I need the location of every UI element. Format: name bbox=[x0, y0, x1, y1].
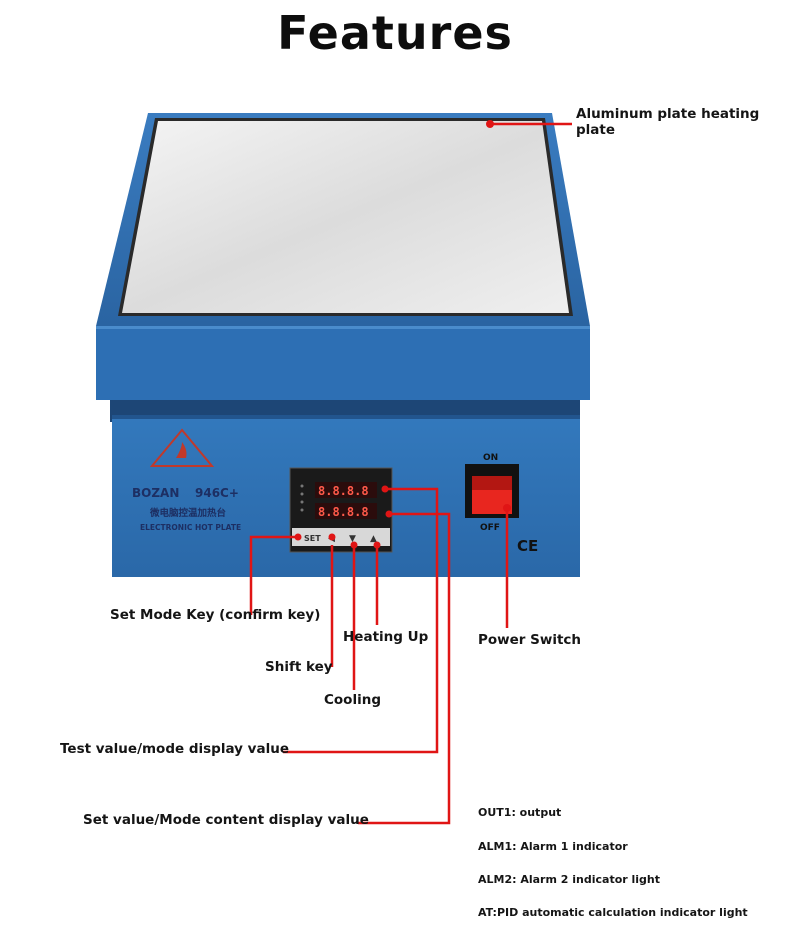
callout-lines bbox=[249, 122, 572, 825]
alm2-indicator bbox=[300, 500, 304, 504]
at-indicator bbox=[300, 508, 304, 512]
callout-dot-heating bbox=[373, 541, 381, 549]
heating-key[interactable]: ▲ bbox=[370, 534, 377, 544]
heat-symbol-icon bbox=[176, 442, 187, 458]
test-value-digits: 8.8.8.8 bbox=[318, 484, 369, 498]
aluminum-plate bbox=[122, 121, 569, 313]
label-set-mode-key: Set Mode Key (confirm key) bbox=[110, 607, 321, 623]
callout-dot-set-value bbox=[385, 510, 393, 518]
key-row bbox=[292, 528, 390, 546]
set-mode-key[interactable]: SET bbox=[304, 534, 321, 543]
callout-dot-cooling bbox=[350, 541, 358, 549]
legend-out1: OUT1: output bbox=[478, 806, 562, 819]
english-name-text: ELECTRONIC HOT PLATE bbox=[140, 523, 241, 532]
warning-triangle-icon bbox=[149, 428, 215, 467]
callout-dot-plate bbox=[486, 120, 494, 128]
callout-line-set-value bbox=[358, 512, 451, 825]
label-test-value: Test value/mode display value bbox=[60, 741, 289, 757]
label-aluminum-plate: Aluminum plate heating plate bbox=[576, 106, 760, 138]
callout-line-set-mode bbox=[249, 535, 298, 615]
callout-dot-power bbox=[503, 504, 511, 512]
model-text: 946C+ bbox=[195, 486, 239, 500]
top-housing-front bbox=[96, 326, 590, 400]
legend-alm2: ALM2: Alarm 2 indicator light bbox=[478, 873, 661, 886]
legend-at: AT:PID automatic calculation indicator l… bbox=[478, 906, 748, 919]
cooling-key[interactable]: ▼ bbox=[349, 534, 356, 544]
ce-mark: CE bbox=[517, 537, 538, 555]
page-title: Features bbox=[277, 6, 513, 60]
label-heating-up: Heating Up bbox=[343, 629, 429, 645]
test-value-display bbox=[315, 482, 377, 498]
label-shift-key: Shift key bbox=[265, 659, 333, 675]
callout-dot-test-value bbox=[381, 485, 389, 493]
alm1-indicator bbox=[300, 492, 304, 496]
out1-indicator bbox=[300, 484, 304, 488]
label-power-switch: Power Switch bbox=[478, 632, 582, 648]
legend-alm1: ALM1: Alarm 1 indicator bbox=[478, 840, 628, 853]
brand-text: BOZAN bbox=[132, 486, 179, 500]
callout-dot-shift bbox=[328, 533, 336, 541]
chinese-name-text: 微电脑控温加热台 bbox=[149, 507, 227, 519]
label-set-value: Set value/Mode content display value bbox=[83, 812, 369, 828]
label-cooling: Cooling bbox=[324, 692, 381, 708]
callout-line-test-value bbox=[283, 487, 439, 754]
callout-dot-set-mode bbox=[294, 533, 302, 541]
switch-on-label: ON bbox=[483, 453, 498, 463]
set-value-digits: 8.8.8.8 bbox=[318, 505, 369, 519]
set-value-display bbox=[315, 503, 377, 519]
switch-off-label: OFF bbox=[480, 523, 500, 533]
